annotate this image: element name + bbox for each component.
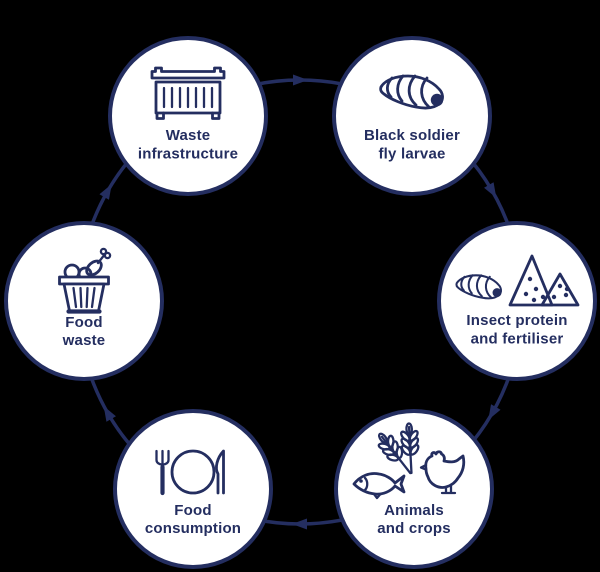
node-label-line1: Insect protein: [466, 312, 567, 329]
drumstick-icon: [85, 247, 112, 277]
node-circle: [332, 36, 492, 196]
node-circle: [113, 409, 273, 569]
node-label-line2: fly larvae: [378, 146, 445, 163]
arrow-lower-left-icon: [103, 406, 116, 422]
node-label-line1: Waste: [166, 127, 211, 144]
fish-wheat-chicken-icon: [352, 421, 466, 500]
node-circle: [437, 221, 597, 381]
node-label-line2: infrastructure: [138, 146, 238, 163]
node-waste-infrastructure: Waste infrastructure: [108, 36, 268, 196]
fertiliser-piles-icon: [508, 254, 580, 307]
node-black-soldier-fly-larvae: Black soldier fly larvae: [332, 36, 492, 196]
node-label-line2: and crops: [377, 520, 450, 537]
arrow-bottom-icon: [292, 518, 307, 530]
node-label-line1: Food: [174, 502, 211, 519]
larva-and-fertiliser-piles-icon: [455, 254, 580, 307]
plate-fork-knife-icon: [155, 449, 225, 496]
chicken-icon: [419, 450, 466, 495]
arrow-top-icon: [293, 74, 308, 86]
node-food-waste: Food waste: [4, 221, 164, 381]
node-label-line1: Food: [65, 314, 102, 331]
node-food-consumption: Food consumption: [113, 409, 273, 569]
bin-with-food-scraps-icon: [58, 247, 112, 314]
node-label-line1: Black soldier: [364, 127, 460, 144]
node-insect-protein-and-fertiliser: Insect protein and fertiliser: [437, 221, 597, 381]
bin-body: [62, 282, 106, 313]
plate-icon: [170, 449, 216, 495]
node-label-line2: consumption: [145, 520, 241, 537]
arrow-lower-right-icon: [488, 404, 501, 420]
knife-icon: [215, 449, 225, 495]
node-circle: [108, 36, 268, 196]
arrow-upper-right-icon: [484, 182, 497, 198]
fork-icon: [155, 449, 170, 496]
node-label-line2: and fertiliser: [471, 331, 564, 348]
arrow-upper-left-icon: [99, 184, 112, 200]
dumpster-container-icon: [150, 66, 226, 120]
node-animals-and-crops: Animals and crops: [334, 409, 494, 569]
node-label-line1: Animals: [384, 502, 444, 519]
node-circle: [334, 409, 494, 569]
fish-icon: [352, 472, 406, 500]
node-label-line2: waste: [62, 332, 106, 349]
